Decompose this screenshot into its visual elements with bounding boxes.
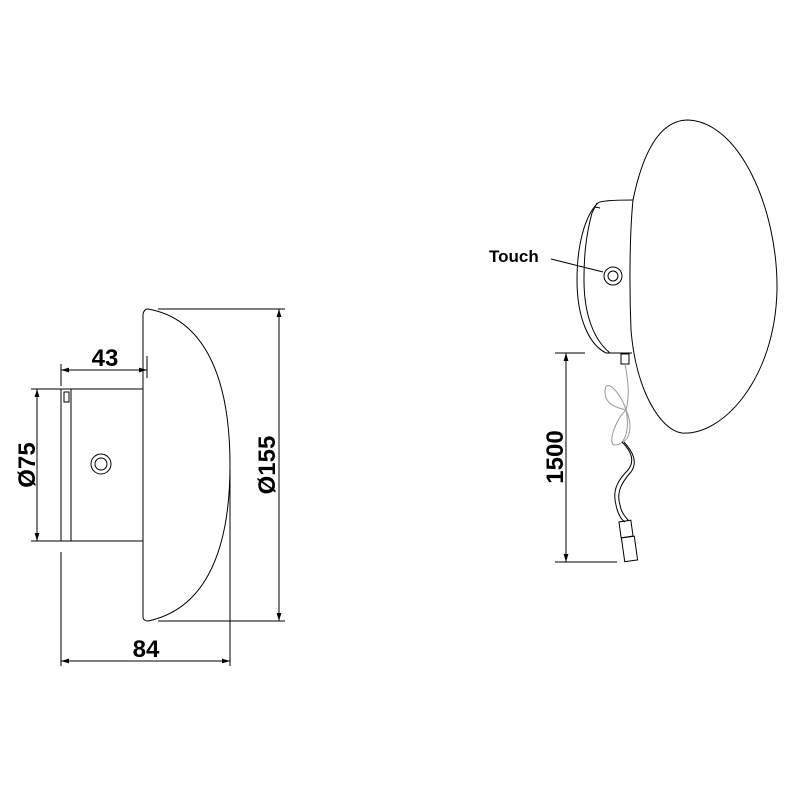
touch-button-inner (94, 457, 108, 471)
wall-plate (60, 388, 72, 542)
shade-profile (142, 308, 231, 622)
perspective-view: Touch 1500 (489, 119, 778, 563)
touch-button-inner (607, 270, 619, 282)
cable-coil (604, 363, 631, 446)
cable-outline (618, 441, 635, 522)
dim-label-1500: 1500 (542, 430, 569, 483)
touch-leader-line (550, 258, 604, 273)
side-view: 43 Ø75 Ø155 84 (14, 308, 285, 666)
dim-label-75: Ø75 (14, 442, 41, 487)
usb-plug-head (620, 535, 639, 563)
shade-dome (629, 119, 778, 434)
dim-label-155: Ø155 (254, 436, 281, 495)
dim-label-43: 43 (92, 345, 119, 372)
touch-label: Touch (489, 247, 539, 266)
plate-clip (63, 391, 70, 403)
touch-button-icon (90, 453, 112, 475)
dim-label-84: 84 (133, 636, 160, 663)
cable-connector (620, 353, 630, 365)
touch-button-icon (603, 266, 623, 286)
usb-plug-body (618, 519, 634, 539)
base-ring-outer (576, 202, 607, 354)
base-ring-inner (583, 212, 611, 354)
plate-clip (591, 202, 601, 214)
base-cylinder-top (597, 199, 634, 204)
cable (614, 441, 633, 523)
